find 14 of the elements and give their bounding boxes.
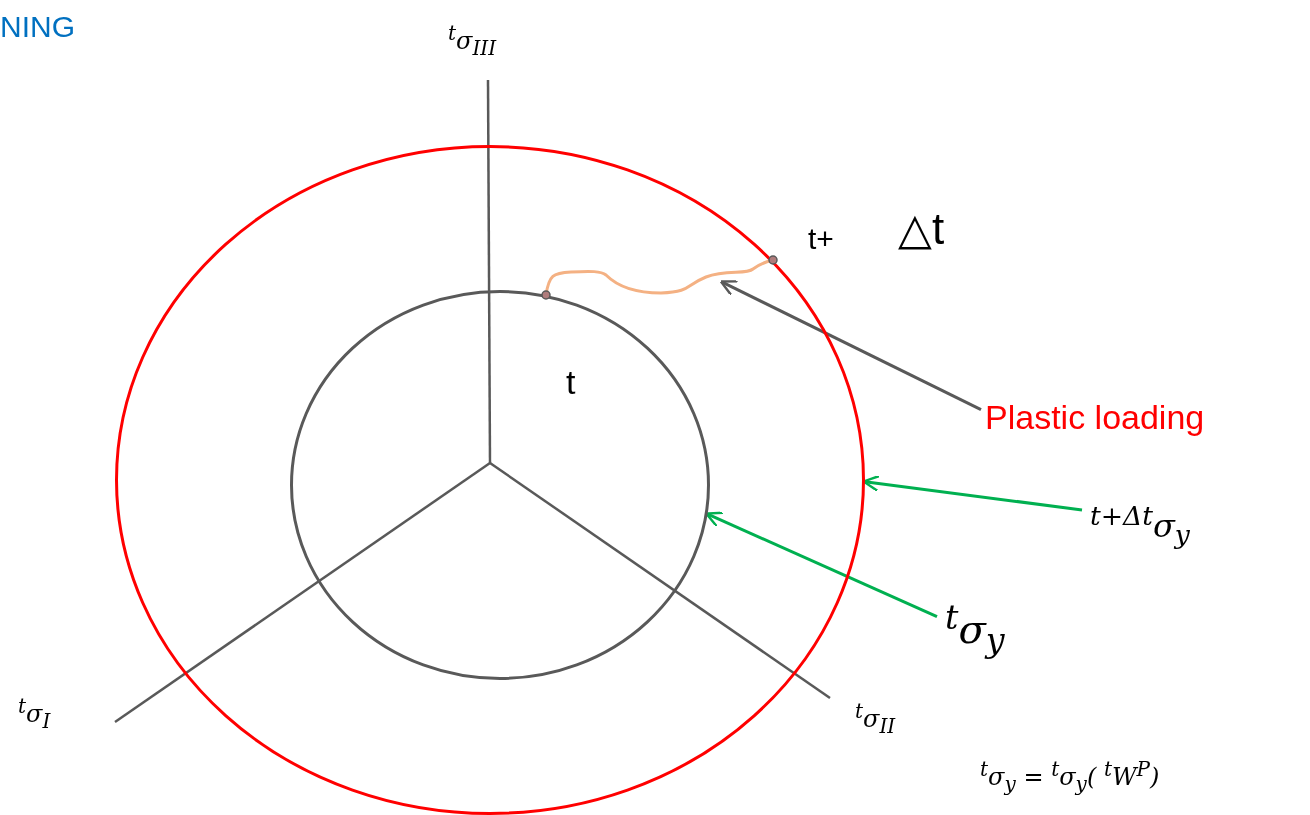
time-label: △t	[898, 205, 945, 254]
annotation-text: Plastic loading	[985, 398, 1205, 437]
equation-text: $^{t}$σ$_{y}$ = $^{t}$σ$_{y}$( $^{t}$W$^{P}$)	[980, 758, 1160, 795]
time-label: t	[566, 364, 576, 402]
axis-label: $^{t}$σ$_{I}$	[18, 695, 51, 732]
time-label: t+	[808, 222, 834, 255]
axis-label: $^{t}$σ$_{II}$	[855, 700, 896, 737]
leader-arrow	[719, 280, 982, 412]
leader-arrow	[705, 511, 938, 618]
axis-label: $^{t}$σ$_{III}$	[448, 22, 497, 59]
yield-stress-label: $^{t+Δt}$σ$_{y}$	[1090, 500, 1190, 551]
leader-arrow	[862, 474, 1083, 512]
yield-stress-label: $^{t}$σ$_{y}$	[945, 598, 1005, 661]
heading-text: NING	[0, 10, 75, 43]
